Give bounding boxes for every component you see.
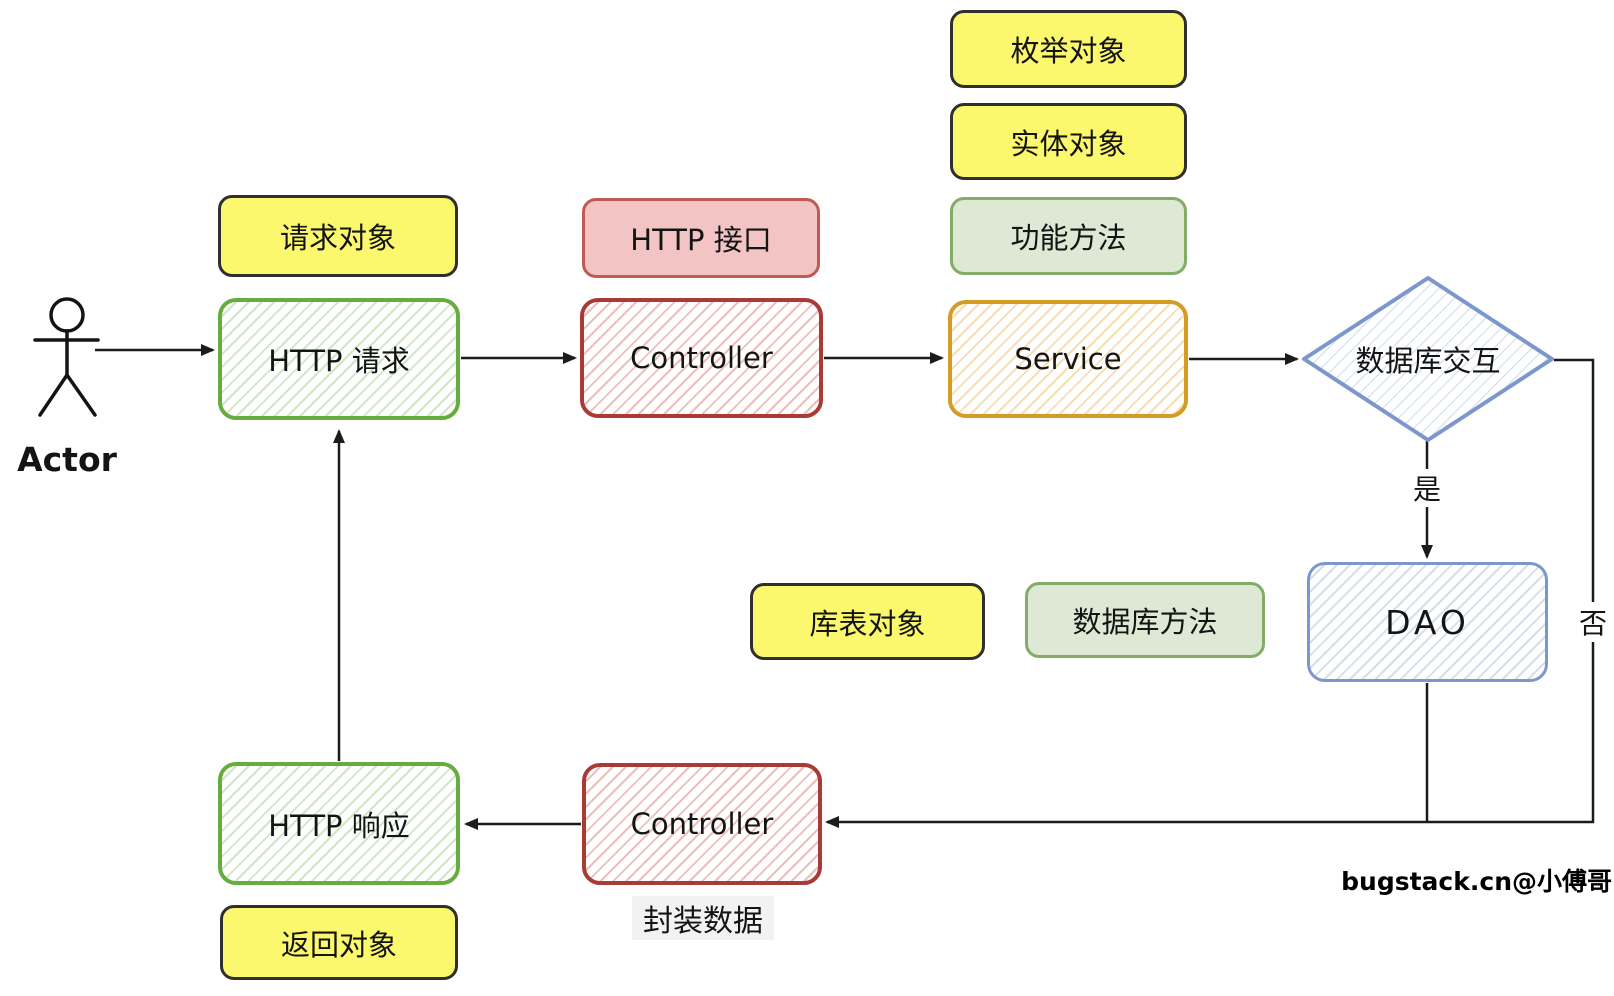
node-controller-top: Controller bbox=[580, 298, 823, 418]
node-request-object: 请求对象 bbox=[218, 195, 458, 277]
node-return-object: 返回对象 bbox=[220, 905, 458, 980]
edge-label-no: 否 bbox=[1573, 602, 1613, 642]
node-label: Controller bbox=[630, 341, 773, 375]
node-label: Controller bbox=[630, 807, 774, 841]
node-label: 数据库交互 bbox=[1355, 344, 1501, 378]
node-label: 返回对象 bbox=[280, 927, 397, 962]
node-service: Service bbox=[948, 300, 1188, 418]
node-db-method: 数据库方法 bbox=[1025, 582, 1265, 658]
actor-icon bbox=[33, 297, 100, 417]
node-label: 枚举对象 bbox=[1010, 34, 1127, 68]
watermark: bugstack.cn@小傅哥 bbox=[1341, 867, 1612, 896]
node-enum-object: 枚举对象 bbox=[950, 10, 1187, 88]
node-function-method: 功能方法 bbox=[950, 197, 1187, 275]
node-entity-object: 实体对象 bbox=[950, 103, 1187, 180]
node-controller-bottom: Controller bbox=[582, 763, 822, 885]
node-label: 库表对象 bbox=[809, 606, 926, 641]
node-label: Service bbox=[1014, 342, 1122, 376]
node-decision-db-interaction: 数据库交互 bbox=[1300, 274, 1556, 444]
edge-label-yes: 是 bbox=[1407, 469, 1447, 507]
actor-label: Actor bbox=[17, 440, 117, 479]
node-http-api: HTTP 接口 bbox=[582, 198, 820, 278]
node-label: 请求对象 bbox=[279, 221, 396, 255]
node-table-object: 库表对象 bbox=[750, 583, 985, 660]
node-label: HTTP 接口 bbox=[630, 223, 772, 257]
node-dao: DAO bbox=[1307, 562, 1548, 682]
node-label: HTTP 响应 bbox=[268, 808, 410, 843]
diamond-shape bbox=[1302, 276, 1554, 442]
node-http-response: HTTP 响应 bbox=[218, 762, 460, 885]
node-label: 功能方法 bbox=[1010, 221, 1127, 255]
node-label: DAO bbox=[1385, 602, 1470, 642]
node-label: 数据库方法 bbox=[1072, 605, 1218, 639]
wrap-data-label: 封装数据 bbox=[632, 896, 774, 940]
node-http-request: HTTP 请求 bbox=[218, 298, 460, 420]
node-label: 实体对象 bbox=[1010, 126, 1127, 161]
node-label: HTTP 请求 bbox=[268, 344, 410, 378]
